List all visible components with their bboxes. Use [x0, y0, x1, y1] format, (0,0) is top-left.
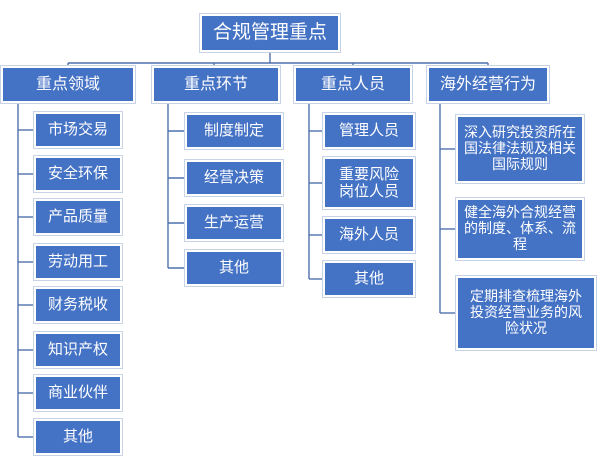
link-item: 经营决策 — [184, 159, 284, 197]
link-item: 制度制定 — [184, 112, 284, 150]
area-item: 劳动用工 — [33, 243, 123, 281]
category-key-personnel: 重点人员 — [293, 65, 413, 104]
area-item: 安全环保 — [33, 155, 123, 193]
category-key-links: 重点环节 — [151, 65, 281, 104]
link-item: 生产运营 — [184, 204, 284, 242]
area-item: 其他 — [33, 418, 123, 456]
personnel-item: 其他 — [322, 260, 416, 298]
link-item: 其他 — [184, 249, 284, 287]
area-item: 商业伙伴 — [33, 374, 123, 412]
overseas-item: 定期排查梳理海外投资经营业务的风险状况 — [455, 275, 597, 351]
area-item: 知识产权 — [33, 331, 123, 369]
area-item: 财务税收 — [33, 286, 123, 324]
root-node: 合规管理重点 — [199, 13, 341, 53]
area-item: 市场交易 — [33, 111, 123, 149]
category-key-areas: 重点领域 — [0, 65, 136, 104]
personnel-item: 重要风险岗位人员 — [322, 156, 416, 210]
personnel-item: 管理人员 — [322, 112, 416, 150]
personnel-item: 海外人员 — [322, 216, 416, 254]
category-overseas-conduct: 海外经营行为 — [426, 65, 550, 104]
area-item: 产品质量 — [33, 198, 123, 236]
overseas-item: 健全海外合规经营的制度、体系、流程 — [455, 197, 585, 261]
overseas-item: 深入研究投资所在国法律法规及相关国际规则 — [455, 114, 585, 184]
